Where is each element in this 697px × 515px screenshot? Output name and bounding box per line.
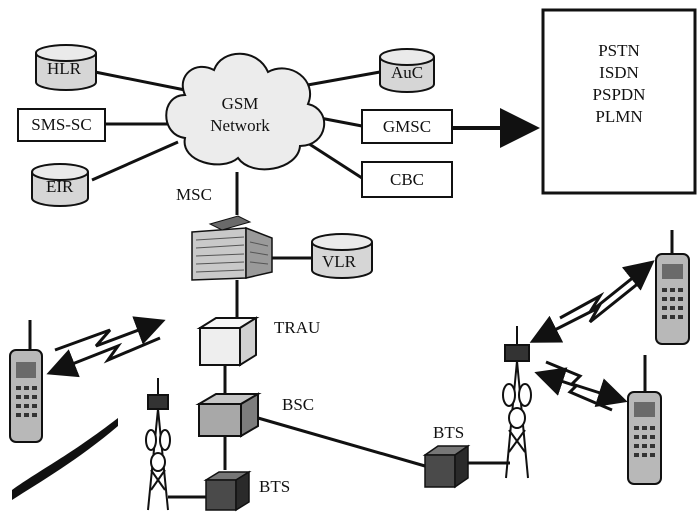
bsc-node: [195, 392, 262, 438]
radio-link-icon: [46, 316, 166, 378]
gmsc-node: [361, 109, 453, 144]
database-icon: [31, 163, 89, 207]
link-hlr-network: [94, 70, 186, 92]
antenna-tower-icon: [145, 378, 171, 511]
link-eir-network: [91, 140, 179, 182]
database-icon: [379, 48, 435, 93]
hlr-label: HLR: [47, 59, 81, 78]
cloud-line-1: GSM: [221, 94, 259, 113]
cloud-label: GSM Network: [190, 93, 290, 137]
mobile-phone-icon: [627, 355, 662, 485]
trau-label: TRAU: [274, 318, 321, 337]
mobile-phone-icon: [9, 320, 43, 443]
eir-label: EIR: [46, 177, 74, 196]
cbc-node: [361, 161, 453, 198]
bsc-label: BSC: [282, 395, 315, 414]
cloud-line-2: Network: [210, 116, 270, 135]
network-plmn: PLMN: [595, 107, 643, 126]
cbc-label: CBC: [389, 169, 425, 189]
link-bsc-bts-right: [257, 416, 426, 468]
mobile-phone-icon: [655, 230, 690, 345]
trau-node: [196, 316, 260, 367]
building-icon: [191, 215, 273, 281]
network-isdn: ISDN: [599, 63, 639, 82]
vlr-label: VLR: [322, 252, 356, 271]
external-networks-box: [541, 8, 697, 195]
auc-label: AuC: [391, 63, 424, 82]
gmsc-label: GMSC: [382, 116, 432, 136]
bts-right-label: BTS: [433, 423, 465, 442]
msc-label: MSC: [176, 185, 212, 204]
sms-sc-node: [17, 108, 106, 142]
ground-shape: [12, 418, 118, 500]
radio-link-icon: [534, 360, 628, 412]
bts-right-node: [422, 444, 471, 489]
network-pspdn: PSPDN: [592, 85, 646, 104]
link-gmsc-network: [319, 116, 363, 128]
bts-left-label: BTS: [259, 477, 291, 496]
external-networks-list: PSTN ISDN PSPDN PLMN: [543, 40, 695, 128]
link-auc-network: [301, 70, 381, 88]
network-pstn: PSTN: [598, 41, 640, 60]
cloud-icon: [165, 52, 326, 171]
database-icon: [311, 233, 373, 279]
radio-link-icon: [529, 260, 655, 343]
sms-sc-label: SMS-SC: [31, 115, 92, 134]
database-icon: [35, 44, 97, 91]
antenna-tower-icon: [502, 326, 532, 479]
bts-left-node: [203, 470, 252, 512]
